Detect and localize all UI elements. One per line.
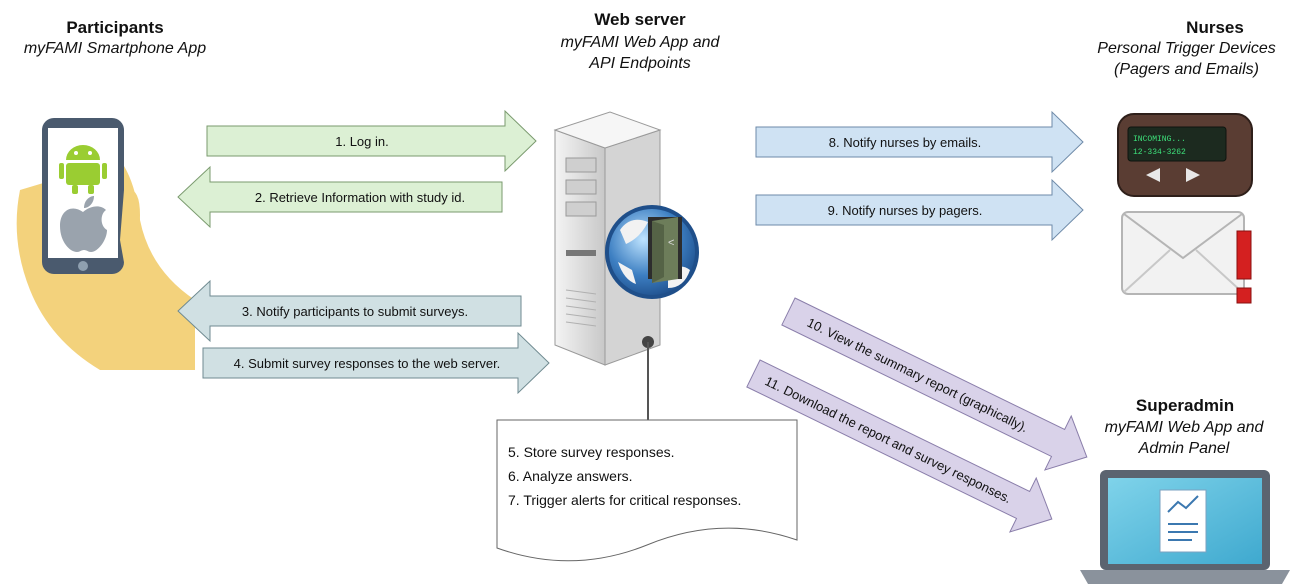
- superadmin-title: Superadmin: [1135, 396, 1235, 415]
- android-icon: [59, 145, 107, 194]
- arrow-1-label: 1. Log in.: [335, 134, 389, 149]
- server-tasks-note: [496, 419, 798, 562]
- arrow-2: 2. Retrieve Information with study id.: [177, 165, 503, 229]
- server-task-trigger: 7. Trigger alerts for critical responses…: [508, 492, 742, 508]
- smartphone-icon: [16, 118, 195, 370]
- web-server-title: Web server: [594, 10, 686, 29]
- web-server-subtitle-line1: myFAMI Web App and: [560, 34, 720, 51]
- arrow-3-label: 3. Notify participants to submit surveys…: [242, 304, 468, 319]
- arrow-8-label: 8. Notify nurses by emails.: [829, 135, 981, 150]
- note-connector: [642, 336, 654, 420]
- pager-screen-line2: 12-334-3262: [1133, 148, 1186, 157]
- arrow-4: 4. Submit survey responses to the web se…: [202, 331, 550, 395]
- globe-door-icon: <: [605, 205, 699, 299]
- arrow-2-label: 2. Retrieve Information with study id.: [255, 190, 465, 205]
- server-tasks-text: 5. Store survey responses. 6. Analyze an…: [508, 440, 741, 512]
- participants-subtitle: myFAMI Smartphone App: [23, 40, 207, 57]
- laptop-icon: [1080, 470, 1290, 584]
- arrow-9-label: 9. Notify nurses by pagers.: [828, 203, 983, 218]
- email-icon: [1121, 211, 1245, 295]
- arrow-8: 8. Notify nurses by emails.: [755, 110, 1084, 174]
- apple-icon: [60, 196, 107, 252]
- arrow-3: 3. Notify participants to submit surveys…: [177, 279, 522, 343]
- superadmin-subtitle-line1: myFAMI Web App and: [1104, 419, 1264, 436]
- superadmin-subtitle-line2: Admin Panel: [1138, 440, 1230, 457]
- arrow-4-label: 4. Submit survey responses to the web se…: [234, 356, 501, 371]
- server-task-analyze: 6. Analyze answers.: [508, 468, 633, 484]
- arrow-1: 1. Log in.: [206, 109, 537, 173]
- nurses-subtitle-line2: (Pagers and Emails): [1114, 61, 1259, 78]
- alert-icon: [1236, 230, 1252, 304]
- arrow-9: 9. Notify nurses by pagers.: [755, 178, 1084, 242]
- pager-screen-line1: INCOMING...: [1133, 135, 1186, 144]
- server-task-store: 5. Store survey responses.: [508, 444, 675, 460]
- nurses-subtitle-line1: Personal Trigger Devices: [1097, 40, 1276, 57]
- nurses-title: Nurses: [1186, 18, 1244, 37]
- pager-icon: INCOMING... 12-334-3262: [1117, 113, 1253, 197]
- participants-title: Participants: [66, 18, 164, 37]
- svg-text:<: <: [668, 237, 674, 249]
- web-server-subtitle-line2: API Endpoints: [589, 55, 691, 72]
